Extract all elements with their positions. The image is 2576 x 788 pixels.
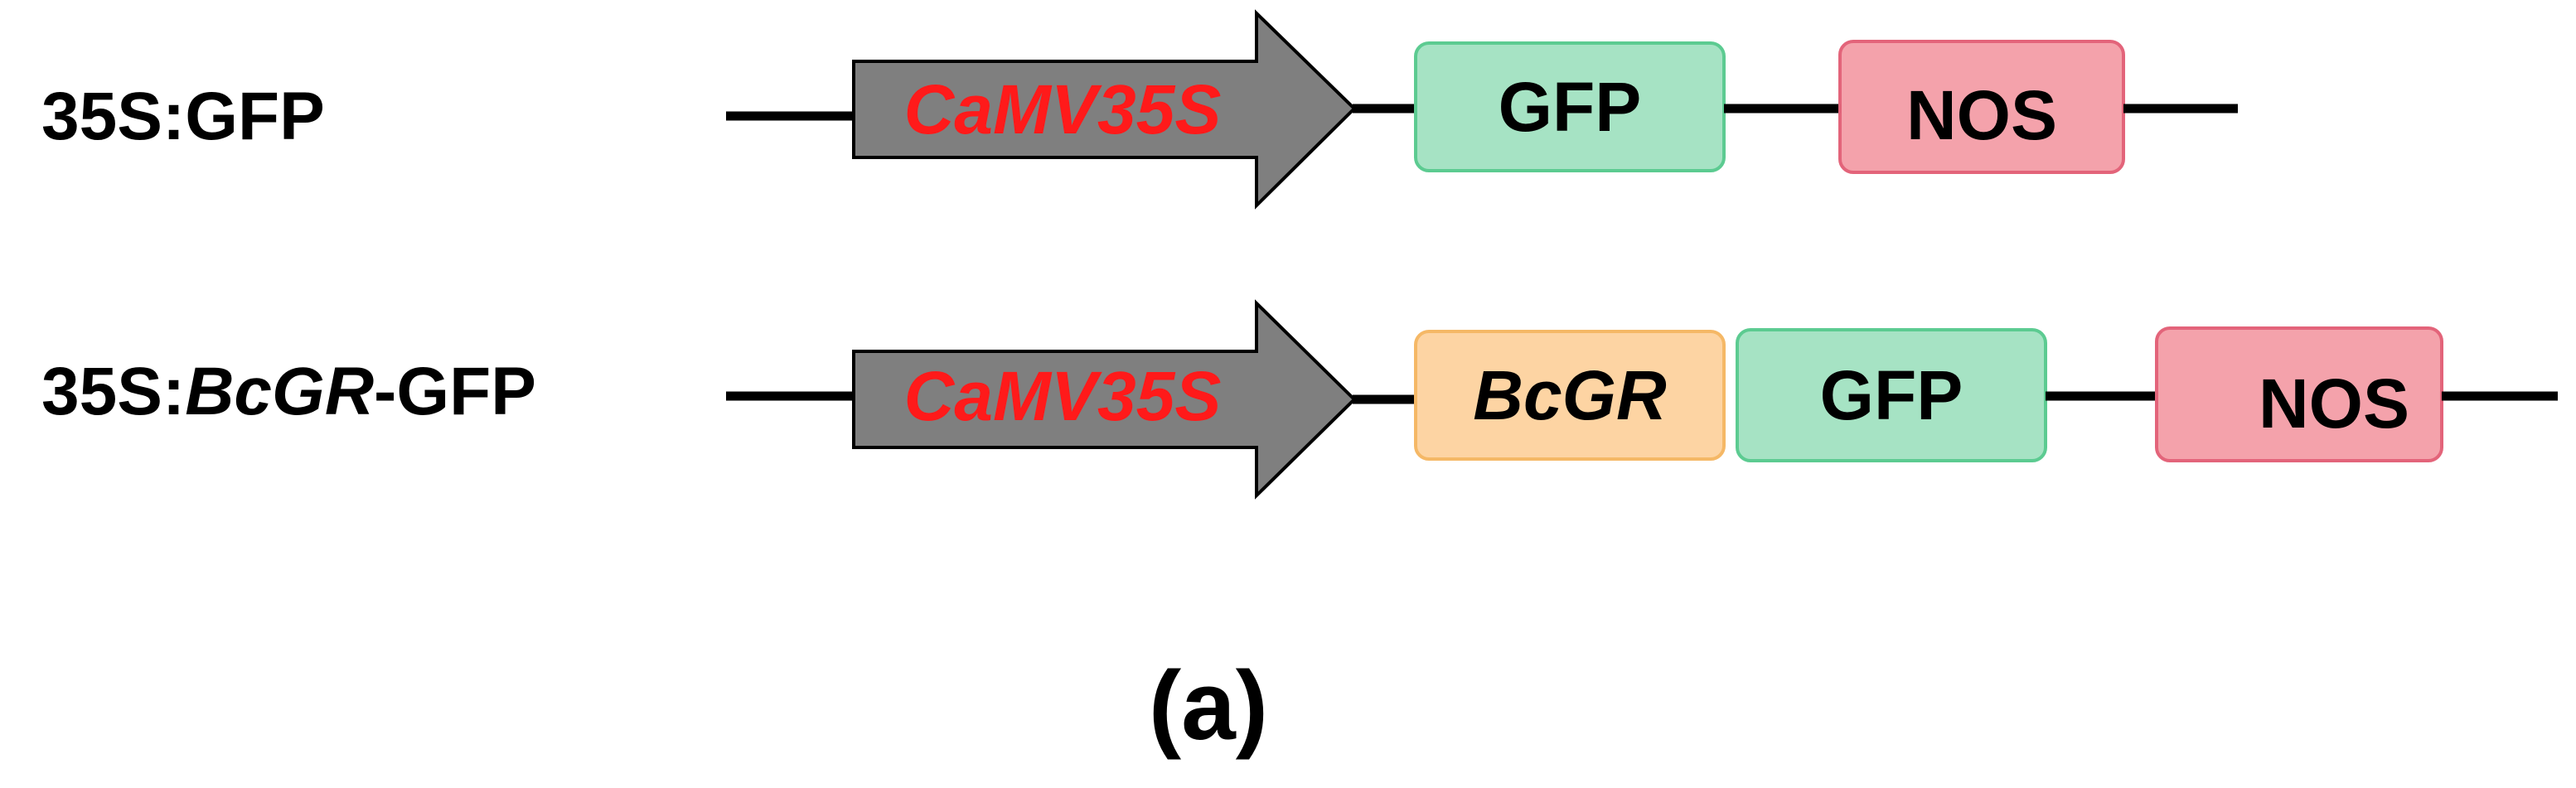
promoter-arrow: [852, 299, 1357, 500]
bcgr-box: [1414, 330, 1726, 461]
promoter-arrow: [852, 9, 1357, 210]
bcgr-label: BcGR: [1473, 356, 1667, 434]
construct-2-label-part: -GFP: [374, 354, 536, 429]
nos-label: NOS: [1906, 76, 2057, 154]
construct-1-label: 35S:GFP: [41, 79, 325, 154]
nos-label: NOS: [2259, 365, 2409, 442]
construct-2-label-part: 35S:: [41, 354, 185, 429]
promoter-label: CaMV35S: [904, 70, 1222, 148]
construct-2-label: 35S:BcGR-GFP: [41, 354, 536, 429]
construct-1-label-part: GFP: [185, 79, 325, 154]
gfp-label: GFP: [1499, 68, 1642, 146]
construct-1: 35S:GFP CaMV35S GFP NOS: [41, 9, 2238, 210]
promoter-label: CaMV35S: [904, 357, 1222, 435]
construct-2: 35S:BcGR-GFP CaMV35S BcGR GFP NOS: [41, 299, 2558, 500]
construct-1-label-part: 35S:: [41, 79, 185, 154]
construct-2-label-part: BcGR: [185, 354, 374, 429]
gfp-label: GFP: [1820, 356, 1963, 434]
panel-label: (a): [1149, 651, 1268, 761]
